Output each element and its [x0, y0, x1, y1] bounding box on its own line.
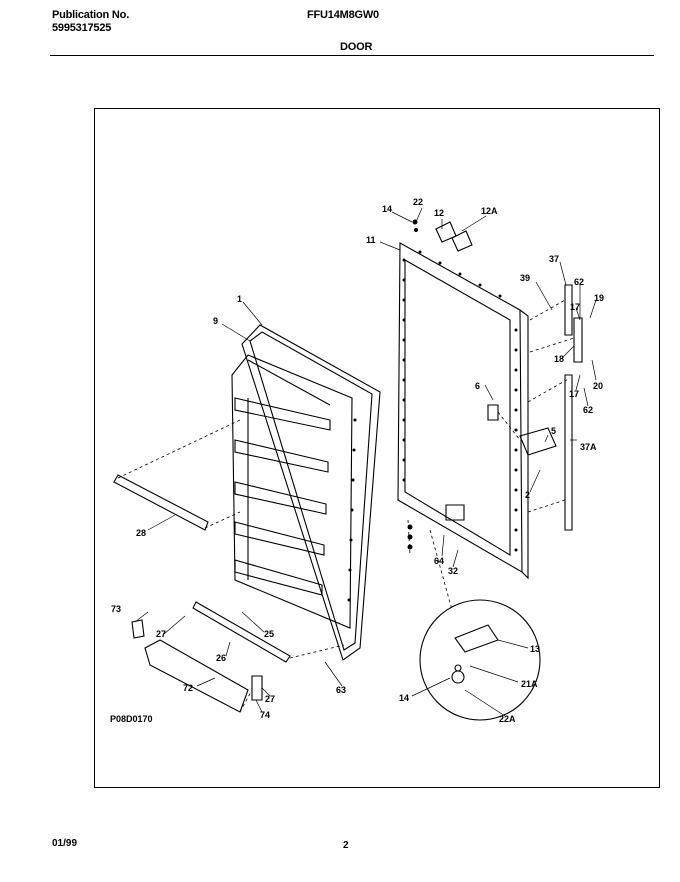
detail-circle	[419, 599, 541, 721]
callout-62a: 62	[574, 277, 584, 287]
lock-part	[487, 404, 499, 421]
callout-26: 26	[216, 653, 226, 663]
inner-door-liner	[231, 324, 381, 661]
callout-9: 9	[213, 316, 218, 326]
callout-19: 19	[594, 293, 604, 303]
callout-13: 13	[530, 644, 540, 654]
grille-clip	[131, 619, 145, 639]
model-number: FFU14M8GW0	[307, 9, 379, 21]
callout-73: 73	[111, 604, 121, 614]
handle-latch	[519, 427, 557, 456]
callout-74: 74	[260, 710, 270, 720]
callout-27a: 27	[156, 629, 166, 639]
callout-18: 18	[554, 354, 564, 364]
callout-28: 28	[136, 528, 146, 538]
callout-72: 72	[183, 683, 193, 693]
callout-14: 14	[382, 204, 392, 214]
callout-37: 37	[549, 254, 559, 264]
callout-63: 63	[336, 685, 346, 695]
kick-plate-grille	[144, 639, 249, 713]
hinge-bracket	[573, 317, 583, 363]
callout-22: 22	[413, 197, 423, 207]
bottom-rail	[192, 601, 291, 663]
footer-date: 01/99	[52, 838, 78, 849]
callout-64: 64	[434, 556, 444, 566]
callout-32: 32	[448, 566, 458, 576]
section-title: DOOR	[340, 41, 373, 53]
publication-label: Publication No.	[52, 9, 130, 21]
grille-clip-b	[251, 675, 263, 701]
callout-37A: 37A	[580, 442, 597, 452]
callout-17b: 17	[569, 389, 579, 399]
callout-21A: 21A	[521, 679, 538, 689]
callout-12: 12	[434, 208, 444, 218]
gasket-strip-bottom	[564, 374, 573, 531]
callout-27b: 27	[265, 694, 275, 704]
label-plate-b	[451, 230, 473, 252]
callout-20: 20	[593, 381, 603, 391]
outer-door-panel	[397, 242, 529, 580]
detail-bracket	[454, 624, 499, 653]
gasket-strip-top	[564, 284, 573, 336]
footer-page-number: 2	[343, 840, 349, 851]
callout-labels: 1 9 28 73 27 25 26 72 27 74 63 14 22 12 …	[110, 197, 604, 724]
callout-39: 39	[520, 273, 530, 283]
callout-2: 2	[525, 490, 530, 500]
callout-25: 25	[264, 629, 274, 639]
diagram-frame	[94, 108, 660, 788]
callout-22A: 22A	[499, 714, 516, 724]
drawing-id: P08D0170	[110, 714, 153, 724]
bottom-bracket	[445, 504, 465, 521]
callout-1: 1	[237, 294, 242, 304]
callout-6: 6	[475, 381, 480, 391]
callout-62b: 62	[583, 405, 593, 415]
callout-12A: 12A	[481, 206, 498, 216]
publication-number: 5995317525	[52, 22, 112, 34]
callout-14b: 14	[399, 693, 409, 703]
header-rule	[50, 55, 654, 56]
callout-5: 5	[551, 426, 556, 436]
shelf-rail	[113, 474, 209, 531]
callout-11: 11	[366, 235, 376, 245]
callout-17a: 17	[570, 302, 580, 312]
